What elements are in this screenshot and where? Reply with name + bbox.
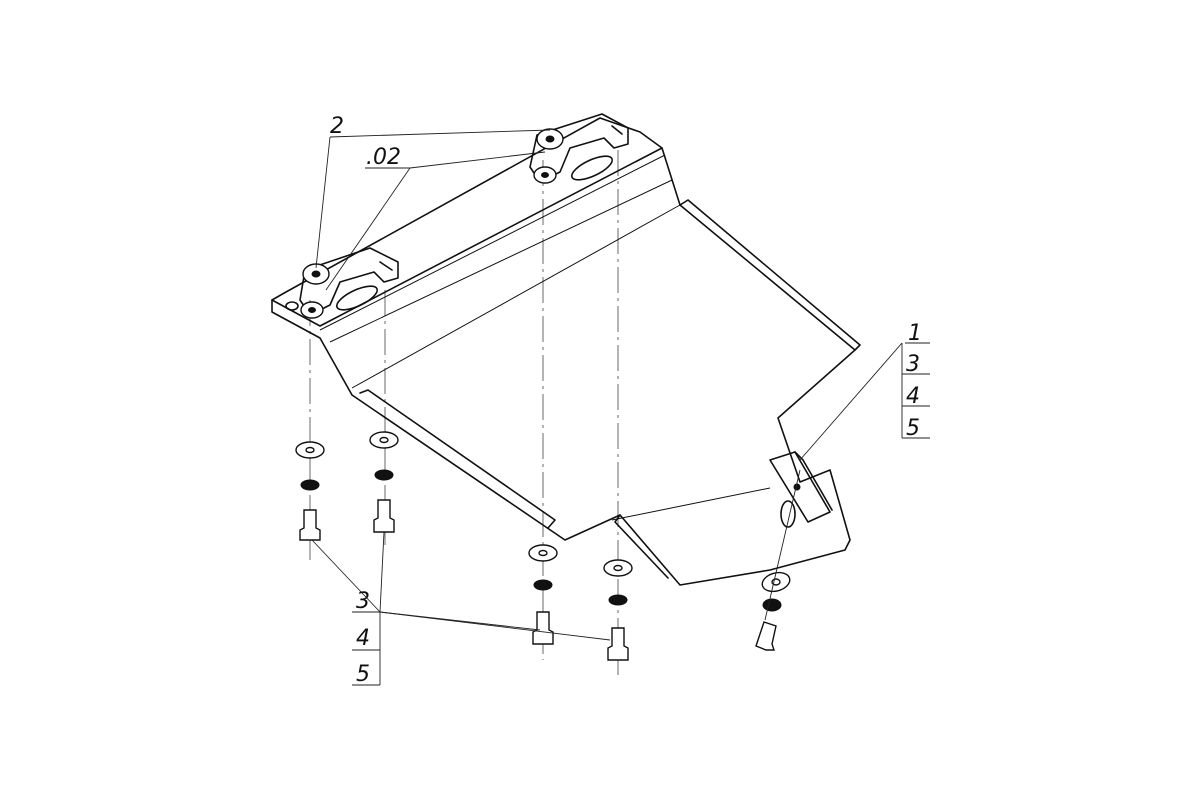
skid-plate-outline [271,117,856,586]
fastener-set-5 [755,571,791,651]
rear-tongue-step [614,514,669,579]
slot-rear [780,500,796,528]
bend-line-1 [329,179,673,343]
callout-right: 1 3 4 5 [906,321,922,441]
callout-item-2: 2 [330,114,344,139]
right-side-flange [679,199,861,351]
leader-lines [311,129,930,686]
callout-right-item-5: 5 [906,416,920,441]
bend-line-2 [351,204,681,389]
fastener-set-3 [528,544,558,645]
fastener-set-1 [295,441,325,541]
bracket-right [529,113,629,184]
callout-bottom-item-5: 5 [356,662,370,687]
bracket-left [299,247,399,319]
slot-left-outer [335,285,379,311]
hole-left-small [285,301,299,311]
fastener-set-4 [603,559,633,661]
rear-bracket [769,451,833,523]
callout-bottom-item-4: 4 [356,626,370,651]
slot-right-outer [570,155,614,181]
fastener-set-2 [369,431,399,533]
callout-item-02: .02 [366,145,401,170]
lower-edge-flange [359,389,556,529]
rear-tongue-line [611,487,771,521]
front-flange [271,147,663,327]
callout-right-item-1: 1 [908,321,922,346]
callout-bottom-item-3: 3 [356,589,370,614]
skid-plate [271,117,861,586]
callout-right-item-3: 3 [906,352,920,377]
flange-slots [285,155,796,528]
callout-right-item-4: 4 [906,384,920,409]
flange-bend-line [319,154,666,331]
callout-bottom: 3 4 5 [356,589,370,687]
callout-top: 2 .02 [330,114,401,170]
